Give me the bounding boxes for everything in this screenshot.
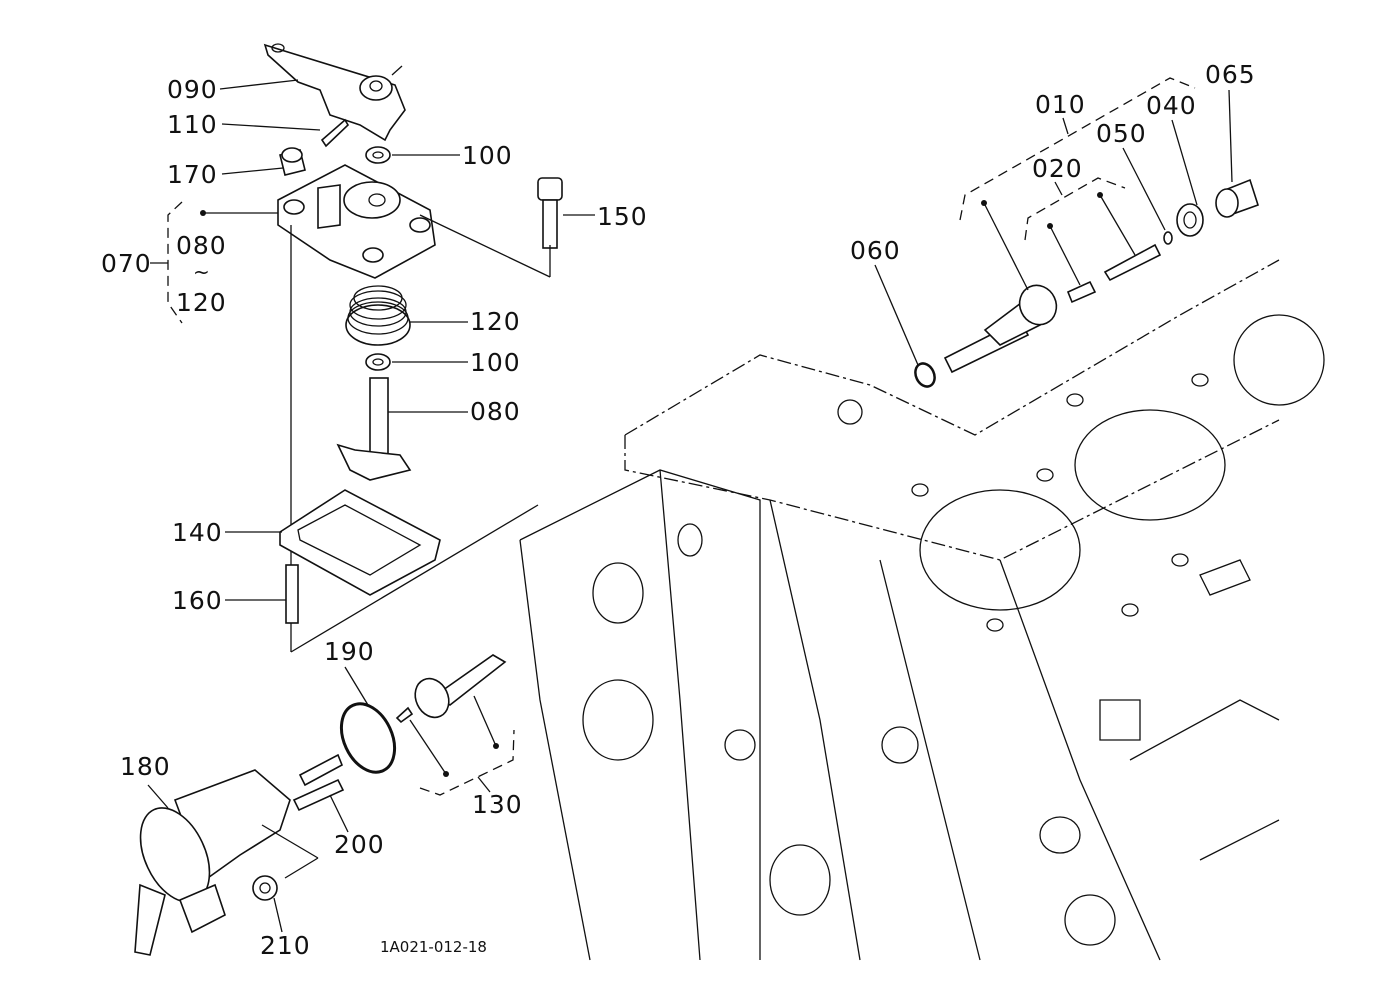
cap-065 xyxy=(1215,89,1259,218)
callout-050[interactable]: 050 xyxy=(1096,119,1147,148)
oring-050 xyxy=(1163,231,1173,245)
spring-020 xyxy=(1047,223,1097,304)
stud-160 xyxy=(225,564,299,624)
callout-070[interactable]: 070 xyxy=(101,249,152,278)
callout-150[interactable]: 150 xyxy=(597,202,648,231)
callout-065[interactable]: 065 xyxy=(1205,60,1256,89)
drawing-code: 1A021-012-18 xyxy=(380,938,487,956)
callout-010[interactable]: 010 xyxy=(1035,90,1086,119)
pin-020 xyxy=(1097,192,1162,282)
callout-190[interactable]: 190 xyxy=(324,637,375,666)
callout-200[interactable]: 200 xyxy=(334,830,385,859)
nut-170 xyxy=(221,147,306,176)
callout-040[interactable]: 040 xyxy=(1146,91,1197,120)
valve-body-010 xyxy=(943,200,1058,374)
callout-060[interactable]: 060 xyxy=(850,236,901,265)
nut-040 xyxy=(1171,119,1204,237)
spring-120 xyxy=(345,285,468,346)
callout-160[interactable]: 160 xyxy=(172,586,223,615)
callout-070-range-to: 120 xyxy=(176,288,227,317)
callout-110[interactable]: 110 xyxy=(167,110,218,139)
bracket-020 xyxy=(1024,177,1126,241)
bolt-200 xyxy=(292,778,349,833)
callout-140[interactable]: 140 xyxy=(172,518,223,547)
callout-210[interactable]: 210 xyxy=(260,931,311,960)
solenoid-180 xyxy=(134,753,344,956)
callout-120[interactable]: 120 xyxy=(470,307,521,336)
callout-100-lower[interactable]: 100 xyxy=(470,348,521,377)
callout-080[interactable]: 080 xyxy=(470,397,521,426)
pin-110 xyxy=(221,118,350,148)
shaft-080 xyxy=(336,377,468,481)
callout-020[interactable]: 020 xyxy=(1032,154,1083,183)
engine-block xyxy=(519,259,1325,961)
bracket-070 xyxy=(167,201,183,324)
callout-070-range-separator: ~ xyxy=(193,260,211,284)
callout-070-range-from: 080 xyxy=(176,231,227,260)
callout-100-upper[interactable]: 100 xyxy=(462,141,513,170)
bracket-010 xyxy=(959,77,1196,221)
seal-100-upper xyxy=(365,146,460,164)
oring-190 xyxy=(339,666,397,774)
callout-170[interactable]: 170 xyxy=(167,160,218,189)
oring-060 xyxy=(874,264,936,388)
seal-100-lower xyxy=(365,353,468,371)
plunger-130 xyxy=(395,654,515,796)
callout-090[interactable]: 090 xyxy=(167,75,218,104)
callout-130[interactable]: 130 xyxy=(472,790,523,819)
bolt-150 xyxy=(419,177,595,278)
callout-180[interactable]: 180 xyxy=(120,752,171,781)
cover-070 xyxy=(200,164,539,653)
gasket-140 xyxy=(225,489,441,596)
lever-090 xyxy=(219,43,406,142)
nut-210 xyxy=(252,875,283,933)
